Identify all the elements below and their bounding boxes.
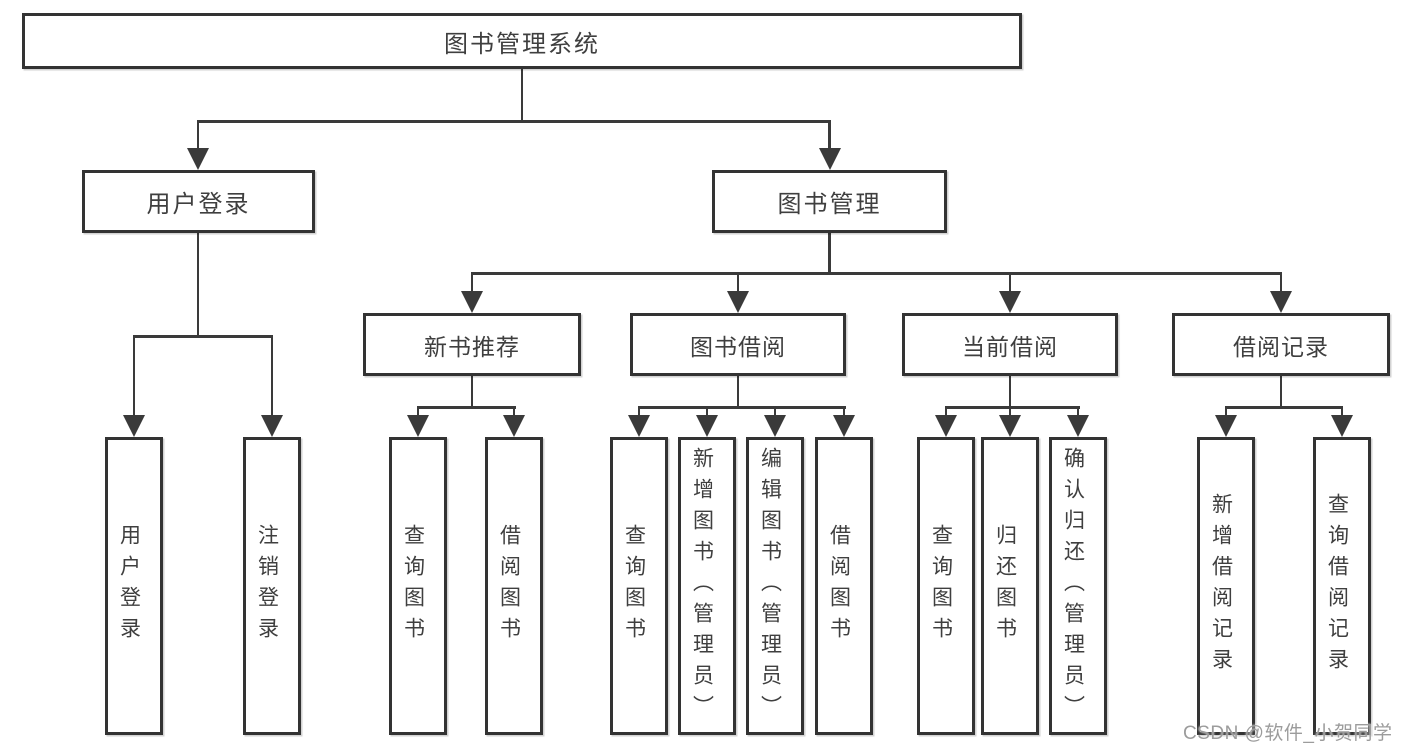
connector-arrow-leaf [833,406,855,437]
leaf-confirm-return-admin: 确认归还（管理员） [1049,437,1107,735]
connector-arrow-user-login [187,120,209,170]
connector-arrow-leaf [696,406,718,437]
connector-arrow-leaf [1215,406,1237,437]
leaf-label: 编辑图书（管理员） [758,446,782,726]
leaf-user-login: 用户登录 [105,437,163,735]
leaf-query-book-recommend: 查询图书 [389,437,447,735]
leaf-label: 用户登录 [117,524,141,648]
leaf-edit-book-admin: 编辑图书（管理员） [746,437,804,735]
leaf-add-book-admin: 新增图书（管理员） [678,437,736,735]
node-label: 用户登录 [146,191,251,218]
leaf-label: 新增图书（管理员） [690,446,714,726]
connector-user-login-stem [196,230,200,338]
node-new-book-recommend: 新书推荐 [363,313,581,376]
connector-arrow-leaf [407,406,429,437]
connector-arrow-leaf [503,406,525,437]
connector-arrow-book-management [818,120,841,170]
node-root-label: 图书管理系统 [444,30,600,58]
leaf-label: 确认归还（管理员） [1061,446,1085,726]
connector-user-login-rail [132,335,274,338]
connector-new-book-recommend-rail [416,406,517,409]
node-book-borrow: 图书借阅 [630,313,846,376]
connector-current-borrow-rail [944,406,1081,409]
leaf-label: 新增借阅记录 [1209,493,1233,679]
connector-root-stem [520,66,524,123]
leaf-query-borrow-record: 查询借阅记录 [1313,437,1371,735]
connector-arrow-leaf [764,406,786,437]
leaf-query-book-borrow: 查询图书 [610,437,668,735]
connector-book-borrow-stem [736,373,740,409]
csdn-watermark: CSDN @软件_小贺同学 [1183,723,1393,744]
leaf-label: 查询借阅记录 [1325,493,1349,679]
node-label: 图书管理 [777,191,882,218]
leaf-label: 注销登录 [255,524,279,648]
connector-arrow-current-borrow [999,272,1021,313]
leaf-borrow-book-recommend: 借阅图书 [485,437,543,735]
leaf-label: 查询图书 [622,524,646,648]
connector-arrow-leaf-logout [261,335,283,437]
node-book-management: 图书管理 [712,170,947,233]
leaf-borrow-book: 借阅图书 [815,437,873,735]
connector-arrow-borrow-records [1270,272,1292,313]
connector-arrow-leaf [1331,406,1353,437]
connector-arrow-book-borrow [727,272,749,313]
connector-arrow-new-book-recommend [461,272,483,313]
node-user-login: 用户登录 [82,170,315,233]
leaf-logout: 注销登录 [243,437,301,735]
leaf-label: 借阅图书 [497,524,521,648]
leaf-label: 查询图书 [929,524,953,648]
node-label: 图书借阅 [690,333,786,360]
connector-level3-rail [470,272,1283,275]
node-current-borrow: 当前借阅 [902,313,1118,376]
connector-arrow-leaf [628,406,650,437]
connector-arrow-leaf [935,406,957,437]
node-label: 当前借阅 [962,333,1058,360]
connector-book-management-stem [828,230,831,275]
leaf-return-book: 归还图书 [981,437,1039,735]
leaf-query-book-current: 查询图书 [917,437,975,735]
connector-arrow-leaf [999,406,1021,437]
connector-new-book-recommend-stem [470,373,474,409]
leaf-label: 归还图书 [993,524,1017,648]
connector-level2-rail [196,120,831,123]
node-root: 图书管理系统 [22,13,1022,69]
node-borrow-records: 借阅记录 [1172,313,1390,376]
connector-borrow-records-stem [1279,373,1283,409]
leaf-add-borrow-record: 新增借阅记录 [1197,437,1255,735]
connector-book-borrow-rail [637,406,847,409]
connector-arrow-leaf [1067,406,1089,437]
connector-borrow-records-rail [1224,406,1344,409]
leaf-label: 借阅图书 [827,524,851,648]
connector-current-borrow-stem [1008,373,1012,409]
leaf-label: 查询图书 [401,524,425,648]
node-label: 新书推荐 [424,333,520,360]
connector-arrow-leaf-user-login [123,335,145,437]
node-label: 借阅记录 [1233,333,1329,360]
